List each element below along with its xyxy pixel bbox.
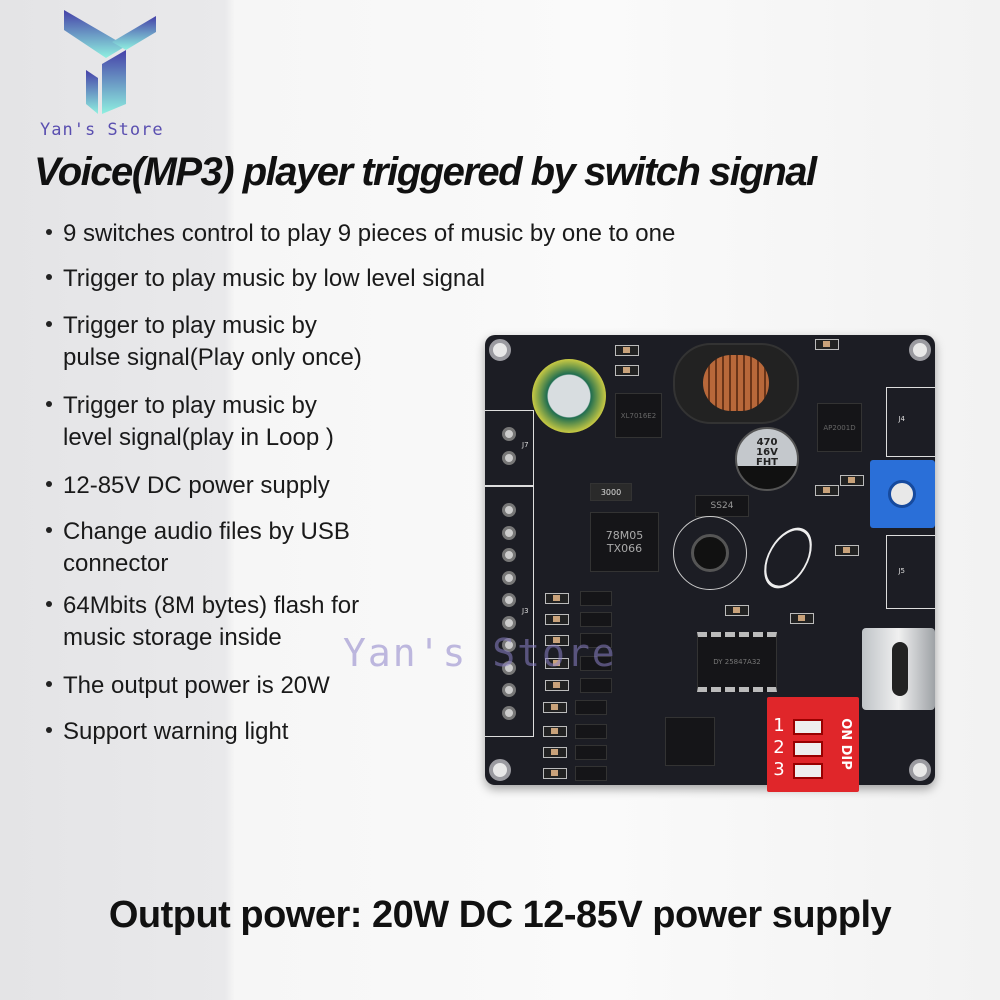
connector-label: J3 (522, 607, 529, 615)
feature-item: Trigger to play music by low level signa… (46, 263, 485, 295)
feature-item: 9 switches control to play 9 pieces of m… (46, 218, 675, 250)
voltage-regulator: 78M05 TX066 (590, 512, 659, 572)
flash-chip (665, 717, 715, 766)
dip-toggle-2[interactable] (793, 741, 823, 757)
brand-logo (64, 10, 156, 114)
usb-c-port[interactable] (862, 628, 935, 710)
chip-u5: AP2001D (817, 403, 862, 452)
pcb-logo (754, 519, 822, 597)
resistor: 3000 (590, 483, 632, 501)
feature-item: 12-85V DC power supply (46, 470, 330, 502)
bottom-caption: Output power: 20W DC 12-85V power supply (108, 894, 892, 936)
dip-toggle-1[interactable] (793, 719, 823, 735)
electrolytic-capacitor-black: 470 16V FHT (735, 427, 799, 491)
mp3-player-board: J7 J3 J4 J5 470 16V FHT XL7016E2 AP2001D… (485, 335, 935, 792)
page-title: Voice(MP3) player triggered by switch si… (34, 150, 817, 194)
potentiometer[interactable] (870, 460, 935, 528)
feature-item: The output power is 20W (46, 670, 330, 702)
chip-u1: XL7016E2 (615, 393, 662, 438)
connector-label: J4 (898, 415, 905, 423)
watermark: Yan's Store (343, 631, 617, 675)
connector-label: J5 (898, 567, 905, 575)
electrolytic-capacitor-green (532, 359, 606, 433)
mounting-hole (489, 339, 511, 361)
brand-name: Yan's Store (40, 120, 164, 140)
connector-label: J7 (522, 441, 529, 449)
mounting-hole (909, 759, 931, 781)
diode-d2: SS24 (695, 495, 749, 517)
dip-switch[interactable]: 1 2 3 ON DIP (767, 697, 859, 792)
mounting-hole (489, 759, 511, 781)
main-chip: DY 25847A32 (697, 632, 777, 692)
buzzer (673, 516, 747, 590)
mounting-hole (909, 339, 931, 361)
inductor-coil (673, 343, 799, 424)
feature-item: Support warning light (46, 716, 288, 748)
dip-toggle-3[interactable] (793, 763, 823, 779)
